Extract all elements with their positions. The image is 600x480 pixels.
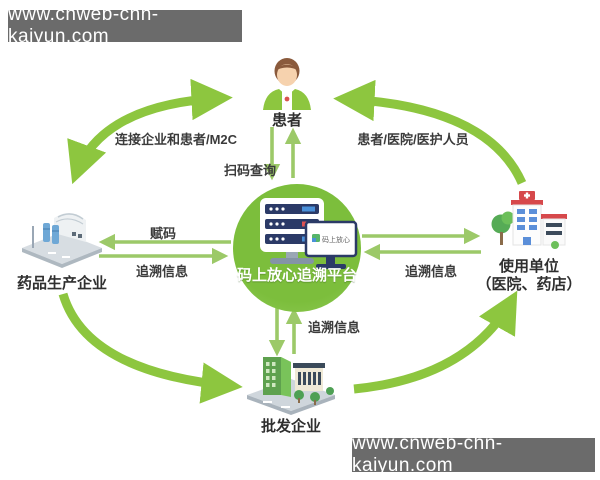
arrow-manufacturer-patient-bidirectional [67, 78, 233, 185]
edge-label-assign-code: 赋码 [149, 226, 177, 241]
watermark-top: www.cnweb-chn-kaiyun.com [8, 4, 242, 47]
manufacturer-label: 药品生产企业 [16, 275, 108, 292]
edge-label-trace-left: 追溯信息 [135, 264, 189, 279]
factory-icon [22, 213, 102, 268]
platform-label: 码上放心追溯平台 [236, 267, 358, 284]
hospital-icon [491, 191, 567, 249]
patient-icon [263, 58, 311, 110]
edge-label-user-patient: 患者/医院/医护人员 [357, 132, 469, 147]
watermark-bottom: www.cnweb-chn-kaiyun.com [352, 433, 595, 476]
edge-label-trace-right: 追溯信息 [404, 264, 458, 279]
edge-label-trace-bottom: 追溯信息 [307, 320, 361, 335]
arrow-user-to-patient [333, 79, 527, 185]
wholesaler-icon [247, 357, 335, 415]
edge-label-m2c: 连接企业和患者/M2C [114, 132, 238, 147]
patient-label: 患者 [271, 112, 303, 129]
screen-logo-text: 码上放心 [322, 235, 350, 244]
user-unit-label: 使用单位 [498, 258, 560, 275]
edge-label-scan-query: 扫码查询 [223, 163, 277, 178]
wholesaler-label: 批发企业 [260, 418, 322, 435]
server-monitor-icon: 码上放心 [260, 198, 358, 269]
arrow-wholesaler-to-user [353, 290, 518, 394]
arrow-manufacturer-to-wholesaler [58, 292, 243, 404]
user-unit-sublabel: （医院、药店） [476, 276, 582, 293]
